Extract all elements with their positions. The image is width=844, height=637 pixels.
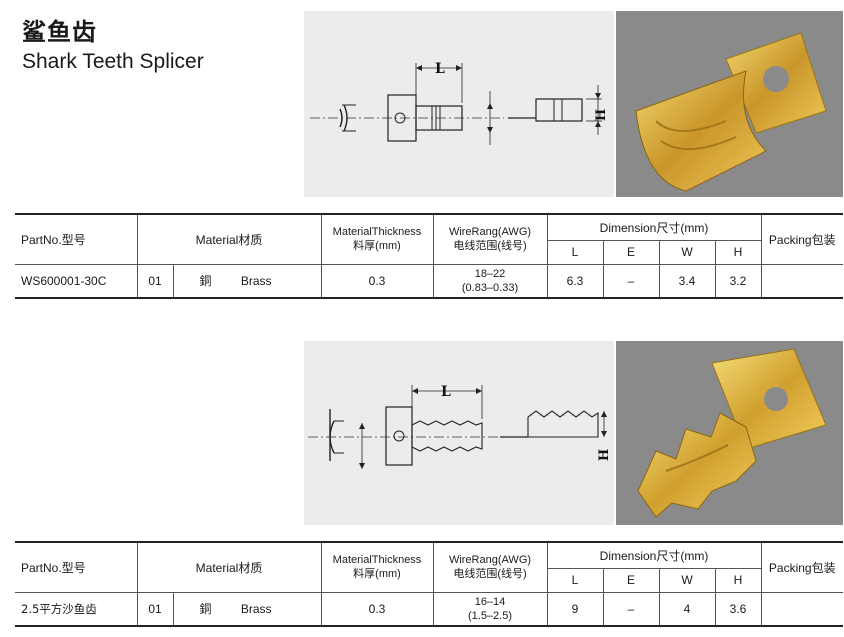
spec-table-2: PartNo.型号 Material材质 MaterialThickness 料… xyxy=(15,541,843,627)
cell-partno: 2.5平方沙鱼齿 xyxy=(15,592,137,627)
photo-svg-2 xyxy=(637,348,827,518)
header-material: Material材质 xyxy=(136,213,321,265)
spec-table-1: PartNo.型号 Material材质 MaterialThickness 料… xyxy=(15,213,843,299)
cell-dim-E: – xyxy=(602,264,659,299)
header-dimension: Dimension尺寸(mm) xyxy=(546,541,761,569)
header-thickness-line1: MaterialThickness xyxy=(332,226,422,239)
page-title-en: Shark Teeth Splicer xyxy=(22,50,204,73)
cell-material-cn: 銅 xyxy=(199,602,212,617)
dimension-label-H-1: H xyxy=(594,109,609,121)
cell-wire-mm: (0.83–0.33) xyxy=(461,281,519,294)
technical-drawing-1: L H xyxy=(304,11,614,197)
cell-dim-E: – xyxy=(602,592,659,627)
cell-material: 銅 Brass xyxy=(172,264,321,299)
product-photo-1 xyxy=(616,11,843,197)
cell-dim-H: 3.2 xyxy=(714,264,761,299)
header-thickness-line1: MaterialThickness xyxy=(332,554,422,567)
header-dim-W: W xyxy=(658,240,715,265)
cell-material-code: 01 xyxy=(136,264,173,299)
dimension-label-L-2: L xyxy=(441,384,451,400)
header-dim-H: H xyxy=(714,240,761,265)
header-partno: PartNo.型号 xyxy=(15,213,137,265)
page-title-cn: 鲨鱼齿 xyxy=(22,18,97,46)
dimension-label-H-2: H xyxy=(597,449,612,461)
header-dim-L: L xyxy=(546,240,603,265)
cell-dim-L: 9 xyxy=(546,592,603,627)
photo-svg-1 xyxy=(635,32,827,192)
header-thickness-line2: 料厚(mm) xyxy=(353,568,401,581)
header-wire-line1: WireRang(AWG) xyxy=(448,554,532,567)
cell-wire: 18–22 (0.83–0.33) xyxy=(432,264,547,299)
header-thickness: MaterialThickness 料厚(mm) xyxy=(320,213,433,265)
table-row: WS600001-30C 01 銅 Brass 0.3 18–22 (0.83–… xyxy=(15,264,843,299)
cell-packing xyxy=(760,592,843,627)
cell-material: 銅 Brass xyxy=(172,592,321,627)
cell-wire-awg: 18–22 xyxy=(474,267,506,280)
cell-partno: WS600001-30C xyxy=(15,264,137,299)
drawing-svg-2: L H xyxy=(308,384,612,469)
cell-dim-H: 3.6 xyxy=(714,592,761,627)
technical-drawing-2: L H xyxy=(304,341,614,525)
header-wire-line1: WireRang(AWG) xyxy=(448,226,532,239)
header-dim-L: L xyxy=(546,568,603,593)
header-dim-W: W xyxy=(658,568,715,593)
cell-material-code: 01 xyxy=(136,592,173,627)
header-packing: Packing包装 xyxy=(760,541,843,593)
cell-wire-awg: 16–14 xyxy=(474,595,506,608)
header-wire: WireRang(AWG) 电线范围(线号) xyxy=(432,213,547,265)
cell-dim-W: 3.4 xyxy=(658,264,715,299)
cell-dim-W: 4 xyxy=(658,592,715,627)
header-wire: WireRang(AWG) 电线范围(线号) xyxy=(432,541,547,593)
header-dimension: Dimension尺寸(mm) xyxy=(546,213,761,241)
header-material: Material材质 xyxy=(136,541,321,593)
cell-dim-L: 6.3 xyxy=(546,264,603,299)
header-packing: Packing包装 xyxy=(760,213,843,265)
cell-material-en: Brass xyxy=(240,602,272,617)
header-dim-E: E xyxy=(602,568,659,593)
cell-material-cn: 銅 xyxy=(199,274,212,289)
header-wire-line2: 电线范围(线号) xyxy=(453,240,527,253)
cell-material-en: Brass xyxy=(240,274,272,289)
cell-wire: 16–14 (1.5–2.5) xyxy=(432,592,547,627)
cell-packing xyxy=(760,264,843,299)
header-partno: PartNo.型号 xyxy=(15,541,137,593)
drawing-svg-1: L H xyxy=(310,61,609,145)
cell-wire-mm: (1.5–2.5) xyxy=(467,609,513,622)
table-row: 2.5平方沙鱼齿 01 銅 Brass 0.3 16–14 (1.5–2.5) … xyxy=(15,592,843,627)
cell-thickness: 0.3 xyxy=(320,592,433,627)
cell-thickness: 0.3 xyxy=(320,264,433,299)
product-photo-2 xyxy=(616,341,843,525)
header-thickness-line2: 料厚(mm) xyxy=(353,240,401,253)
header-thickness: MaterialThickness 料厚(mm) xyxy=(320,541,433,593)
header-wire-line2: 电线范围(线号) xyxy=(453,568,527,581)
header-dim-H: H xyxy=(714,568,761,593)
header-dim-E: E xyxy=(602,240,659,265)
dimension-label-L-1: L xyxy=(435,61,445,77)
